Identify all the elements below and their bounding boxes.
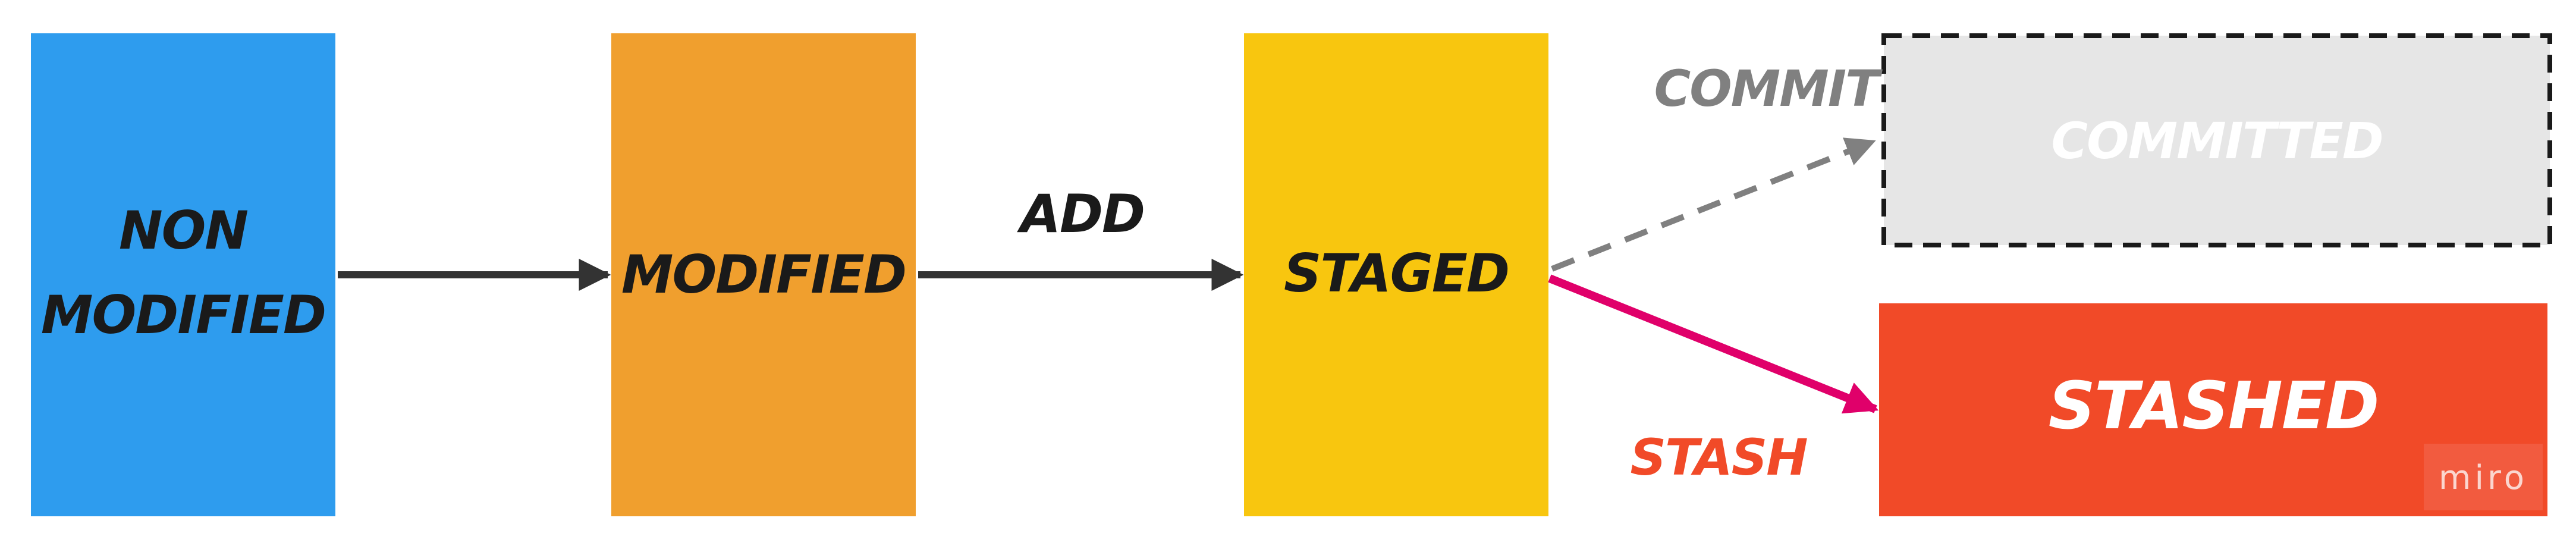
node-staged: STAGED	[1244, 33, 1548, 516]
node-committed-label: COMMITTED	[2051, 112, 2382, 170]
edge-commit	[1551, 137, 1876, 272]
edge-commit-label: COMMIT	[1654, 59, 1883, 118]
node-committed: COMMITTED	[1881, 33, 2552, 247]
node-modified-box	[611, 33, 916, 516]
miro-watermark: miro	[2424, 444, 2543, 510]
edge-stash	[1548, 274, 1879, 414]
node-non-modified: NON MODIFIED	[31, 33, 335, 516]
node-stashed-label: STASHED	[2049, 368, 2379, 444]
miro-watermark-text: miro	[2439, 459, 2528, 497]
node-staged-label: STAGED	[1284, 243, 1509, 304]
edge-stash-label: STASH	[1630, 428, 1807, 487]
node-modified: MODIFIED	[611, 33, 916, 516]
node-non-modified-label-line2: MODIFIED	[41, 284, 325, 346]
node-modified-label: MODIFIED	[621, 244, 906, 305]
miro-watermark-bg	[2424, 444, 2543, 510]
node-staged-box	[1244, 33, 1548, 516]
node-committed-box	[1881, 33, 2552, 247]
node-non-modified-label-line1: NON	[119, 200, 247, 261]
node-non-modified-box	[31, 33, 335, 516]
edge-add-label: ADD	[1017, 183, 1144, 244]
